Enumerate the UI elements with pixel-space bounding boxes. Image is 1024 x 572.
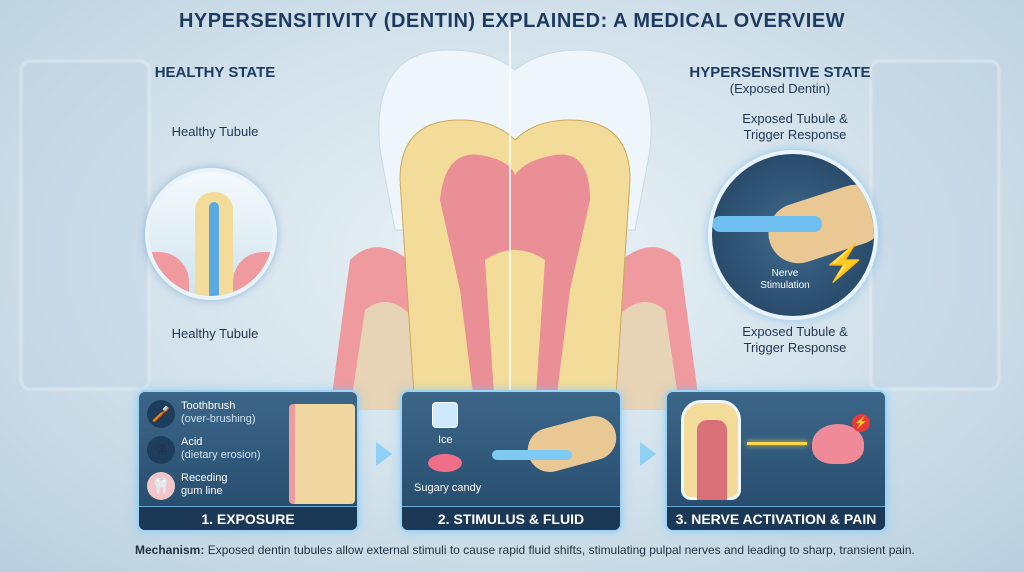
item-detail: (dietary erosion) [181, 449, 261, 461]
exposed-tubule-label-top: Exposed Tubule & Trigger Response [742, 111, 848, 142]
fluid-flow-arrow [712, 216, 822, 232]
mechanism-label: Mechanism: [135, 543, 205, 557]
nerve-stimulation-label: Nerve Stimulation [760, 268, 810, 291]
item-name: Receding [181, 472, 228, 484]
pain-alert-icon: ⚡ [852, 414, 870, 432]
hypersensitive-subheading: (Exposed Dentin) [729, 81, 831, 96]
tubule-fluid-illustration [522, 411, 620, 477]
bone-right [615, 302, 680, 410]
ice-label: Ice [438, 434, 453, 446]
healthy-gum [149, 252, 189, 296]
arrow-right-icon [376, 442, 392, 466]
candy-icon [428, 454, 462, 472]
sugary-candy-label: Sugary candy [414, 482, 482, 494]
exposed-tubule-label-bottom: Exposed Tubule & Trigger Response [742, 324, 848, 355]
exposed-tubule-magnifier: ⚡ Nerve Stimulation [708, 150, 878, 320]
healthy-tubule-channel [209, 202, 219, 296]
root-canal [485, 250, 545, 410]
healthy-state-heading: HEALTHY STATE [154, 64, 276, 81]
item-detail: gum line [181, 485, 223, 497]
panel-title: 2. STIMULUS & FLUID MOVEMENT [402, 506, 620, 530]
ice-cube-icon [432, 402, 458, 428]
healthy-tubule-label-top: Healthy Tubule [171, 124, 259, 139]
background-panel-right [870, 60, 1000, 390]
item-name: Acid [181, 436, 203, 448]
flask-icon: ⚗ [147, 436, 175, 464]
panel-title: 3. NERVE ACTIVATION & PAIN [667, 506, 885, 530]
healthy-gum-right [233, 252, 273, 296]
page-title: HYPERSENSITIVITY (DENTIN) EXPLAINED: A M… [178, 10, 846, 32]
item-detail: (over-brushing) [181, 413, 256, 425]
healthy-tubule-magnifier [145, 168, 277, 300]
item-name: Toothbrush [181, 400, 236, 412]
lightning-icon: ⚡ [822, 242, 867, 283]
mechanism-text: Exposed dentin tubules allow external st… [204, 543, 915, 557]
hypersensitive-state-heading: HYPERSENSITIVE STATE [689, 64, 871, 81]
tooth-gum-icon: 🦷 [147, 472, 175, 500]
bone-left [350, 302, 415, 410]
panel-stimulus: Ice Sugary candy 2. STIMULUS & FLUID MOV… [400, 390, 622, 532]
mechanism-caption: Mechanism: Exposed dentin tubules allow … [135, 543, 915, 557]
panel-exposure: 🪥 Toothbrush(over-brushing) ⚗ Acid(dieta… [137, 390, 359, 532]
panel-nerve: ⚡ 3. NERVE ACTIVATION & PAIN [665, 390, 887, 532]
eroded-dentin-illustration [289, 404, 355, 504]
fluid-arrow [492, 450, 572, 460]
pulp-illustration [697, 420, 727, 500]
toothbrush-icon: 🪥 [147, 400, 175, 428]
arrow-right-icon [640, 442, 656, 466]
panel-title: 1. EXPOSURE [139, 506, 357, 530]
tooth-cross-section [330, 30, 700, 410]
healthy-tubule-label-bottom: Healthy Tubule [171, 326, 259, 341]
nerve-signal-icon [747, 442, 807, 445]
background-panel-left [20, 60, 150, 390]
